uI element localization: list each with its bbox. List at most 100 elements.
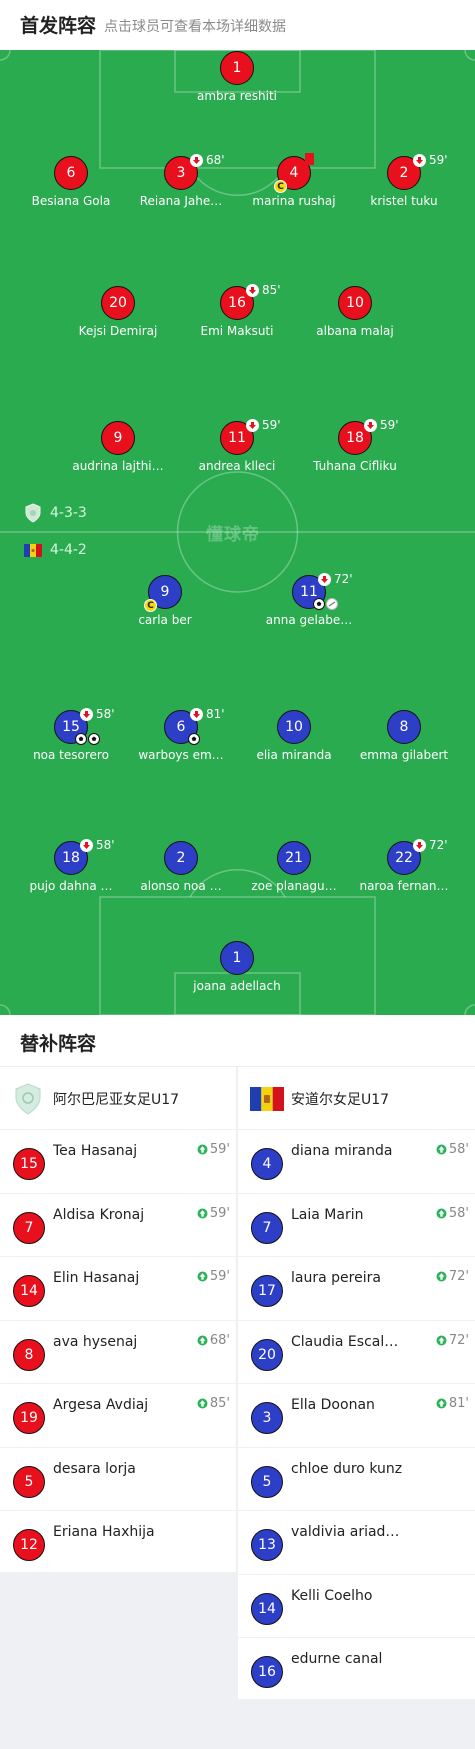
- player-name: naroa fernan…: [359, 879, 449, 893]
- sub-player-row[interactable]: 14 Kelli Coelho: [238, 1575, 475, 1638]
- sub-player-row[interactable]: 7 Laia Marin 58': [238, 1194, 475, 1257]
- home-team-row[interactable]: 阿尔巴尼亚女足U17: [0, 1067, 236, 1130]
- player-home-10[interactable]: 10 albana malaj: [300, 286, 410, 346]
- player-number: 1: [220, 51, 254, 85]
- player-home-9[interactable]: 9 audrina lajthi…: [63, 421, 173, 481]
- player-name: albana malaj: [316, 324, 394, 338]
- sub-player-row[interactable]: 5 desara lorja: [0, 1448, 236, 1511]
- player-name: noa tesorero: [33, 748, 109, 762]
- sub-in-time: 68': [209, 1332, 230, 1348]
- player-name: elia miranda: [256, 748, 332, 762]
- sub-name: chloe duro kunz: [291, 1460, 403, 1477]
- home-subs-column: 阿尔巴尼亚女足U17 15 Tea Hasanaj 59' 7 Aldisa K…: [0, 1067, 237, 1575]
- player-name: Besiana Gola: [31, 194, 111, 208]
- home-team-name: 阿尔巴尼亚女足U17: [53, 1092, 180, 1108]
- sub-number: 5: [13, 1465, 45, 1498]
- sub-player-row[interactable]: 19 Argesa Avdiaj 85': [0, 1384, 236, 1448]
- sub-out-time: 58': [96, 838, 115, 852]
- player-name: Reiana Jahe…: [139, 194, 223, 208]
- sub-out-time: 81': [206, 707, 225, 721]
- sub-player-row[interactable]: 13 valdivia ariad…: [238, 1511, 475, 1575]
- player-home-3[interactable]: 3 68' Reiana Jahe…: [126, 153, 236, 216]
- subs-title: 替补阵容: [20, 1033, 97, 1055]
- player-away-21[interactable]: 21 zoe planagu…: [239, 841, 349, 901]
- sub-out-time: 85': [262, 283, 281, 297]
- sub-in-time: 59': [209, 1205, 230, 1221]
- sub-out-icon: [80, 838, 93, 852]
- player-away-22[interactable]: 22 72' naroa fernan…: [349, 838, 459, 901]
- sub-number: 16: [251, 1656, 283, 1688]
- player-home-6[interactable]: 6 Besiana Gola: [16, 156, 126, 216]
- player-away-8[interactable]: 8 emma gilabert: [349, 710, 459, 770]
- player-away-18[interactable]: 18 58' pujo dahna …: [16, 838, 126, 901]
- sub-in: 85': [197, 1396, 230, 1411]
- sub-player-row[interactable]: 16 edurne canal: [238, 1638, 475, 1702]
- away-team-row[interactable]: 安道尔女足U17: [238, 1067, 475, 1130]
- sub-name: Claudia Escal…: [291, 1333, 399, 1350]
- sub-number: 3: [251, 1402, 283, 1434]
- player-away-15[interactable]: 15 58' noa tesorero: [16, 707, 126, 770]
- player-number: 8: [387, 710, 421, 744]
- player-number: 1: [220, 941, 254, 975]
- sub-in-time: 58': [448, 1205, 469, 1221]
- player-name: warboys em…: [138, 748, 224, 762]
- sub-number: 5: [251, 1465, 283, 1498]
- sub-out: 85': [246, 283, 281, 297]
- player-away-2[interactable]: 2 alonso noa …: [126, 841, 236, 901]
- sub-number: 8: [13, 1338, 45, 1371]
- sub-number: 15: [13, 1148, 45, 1180]
- player-away-6[interactable]: 6 81' warboys em…: [126, 707, 236, 770]
- sub-name: Elin Hasanaj: [53, 1270, 140, 1286]
- sub-in-icon: [436, 1398, 447, 1409]
- player-name: zoe planagu…: [251, 879, 337, 893]
- sub-number: 7: [251, 1211, 283, 1244]
- sub-player-row[interactable]: 17 laura pereira 72': [238, 1257, 475, 1321]
- player-name: Tuhana Cifliku: [313, 459, 397, 473]
- sub-in-icon: [197, 1144, 208, 1155]
- captain-badge: C: [144, 599, 157, 612]
- player-away-11[interactable]: 11 72' anna gelabe…: [254, 572, 364, 635]
- sub-number: 14: [13, 1275, 45, 1307]
- sub-player-row[interactable]: 4 diana miranda 58': [238, 1130, 475, 1194]
- away-team-name: 安道尔女足U17: [291, 1092, 390, 1108]
- player-home-20[interactable]: 20 Kejsi Demiraj: [63, 286, 173, 346]
- player-name: anna gelabe…: [265, 613, 353, 627]
- sub-player-row[interactable]: 7 Aldisa Kronaj 59': [0, 1194, 236, 1257]
- sub-out-icon: [413, 838, 426, 852]
- sub-name: laura pereira: [291, 1270, 381, 1286]
- home-shield-icon: [24, 503, 42, 523]
- sub-player-row[interactable]: 12 Eriana Haxhija: [0, 1511, 236, 1575]
- sub-name: Argesa Avdiaj: [53, 1397, 149, 1413]
- sub-player-row[interactable]: 20 Claudia Escal… 72': [238, 1321, 475, 1384]
- sub-number: 13: [251, 1529, 283, 1561]
- player-home-4[interactable]: 4 C marina rushaj: [239, 153, 349, 216]
- player-name: kristel tuku: [370, 194, 438, 208]
- home-formation-label: 4-3-3: [50, 505, 87, 521]
- sub-in-time: 58': [448, 1142, 469, 1157]
- sub-player-row[interactable]: 3 Ella Doonan 81': [238, 1384, 475, 1448]
- sub-out: 59': [246, 418, 281, 432]
- sub-player-row[interactable]: 5 chloe duro kunz: [238, 1448, 475, 1511]
- sub-name: Kelli Coelho: [291, 1587, 373, 1604]
- player-home-18[interactable]: 18 59' Tuhana Cifliku: [300, 418, 410, 481]
- events: [313, 598, 339, 610]
- player-home-2[interactable]: 2 59' kristel tuku: [349, 153, 459, 216]
- sub-out-icon: [190, 153, 203, 167]
- player-home-11[interactable]: 11 59' andrea klleci: [182, 418, 292, 481]
- sub-in-icon: [197, 1398, 208, 1409]
- player-home-1[interactable]: 1 ambra reshiti: [182, 51, 292, 111]
- player-home-16[interactable]: 16 85' Emi Maksuti: [182, 283, 292, 346]
- player-name: Emi Maksuti: [200, 324, 274, 338]
- player-away-1[interactable]: 1 joana adellach: [182, 941, 292, 1001]
- sub-name: Eriana Haxhija: [53, 1524, 155, 1540]
- player-away-10[interactable]: 10 elia miranda: [239, 710, 349, 770]
- sub-out-time: 68': [206, 153, 225, 167]
- player-name: ambra reshiti: [196, 89, 278, 103]
- sub-player-row[interactable]: 14 Elin Hasanaj 59': [0, 1257, 236, 1321]
- goal-icon: [313, 598, 325, 610]
- player-away-9[interactable]: 9 C carla ber: [110, 575, 220, 635]
- sub-player-row[interactable]: 8 ava hysenaj 68': [0, 1321, 236, 1384]
- player-name: joana adellach: [193, 979, 281, 993]
- sub-out: 68': [190, 153, 225, 167]
- sub-player-row[interactable]: 15 Tea Hasanaj 59': [0, 1130, 236, 1194]
